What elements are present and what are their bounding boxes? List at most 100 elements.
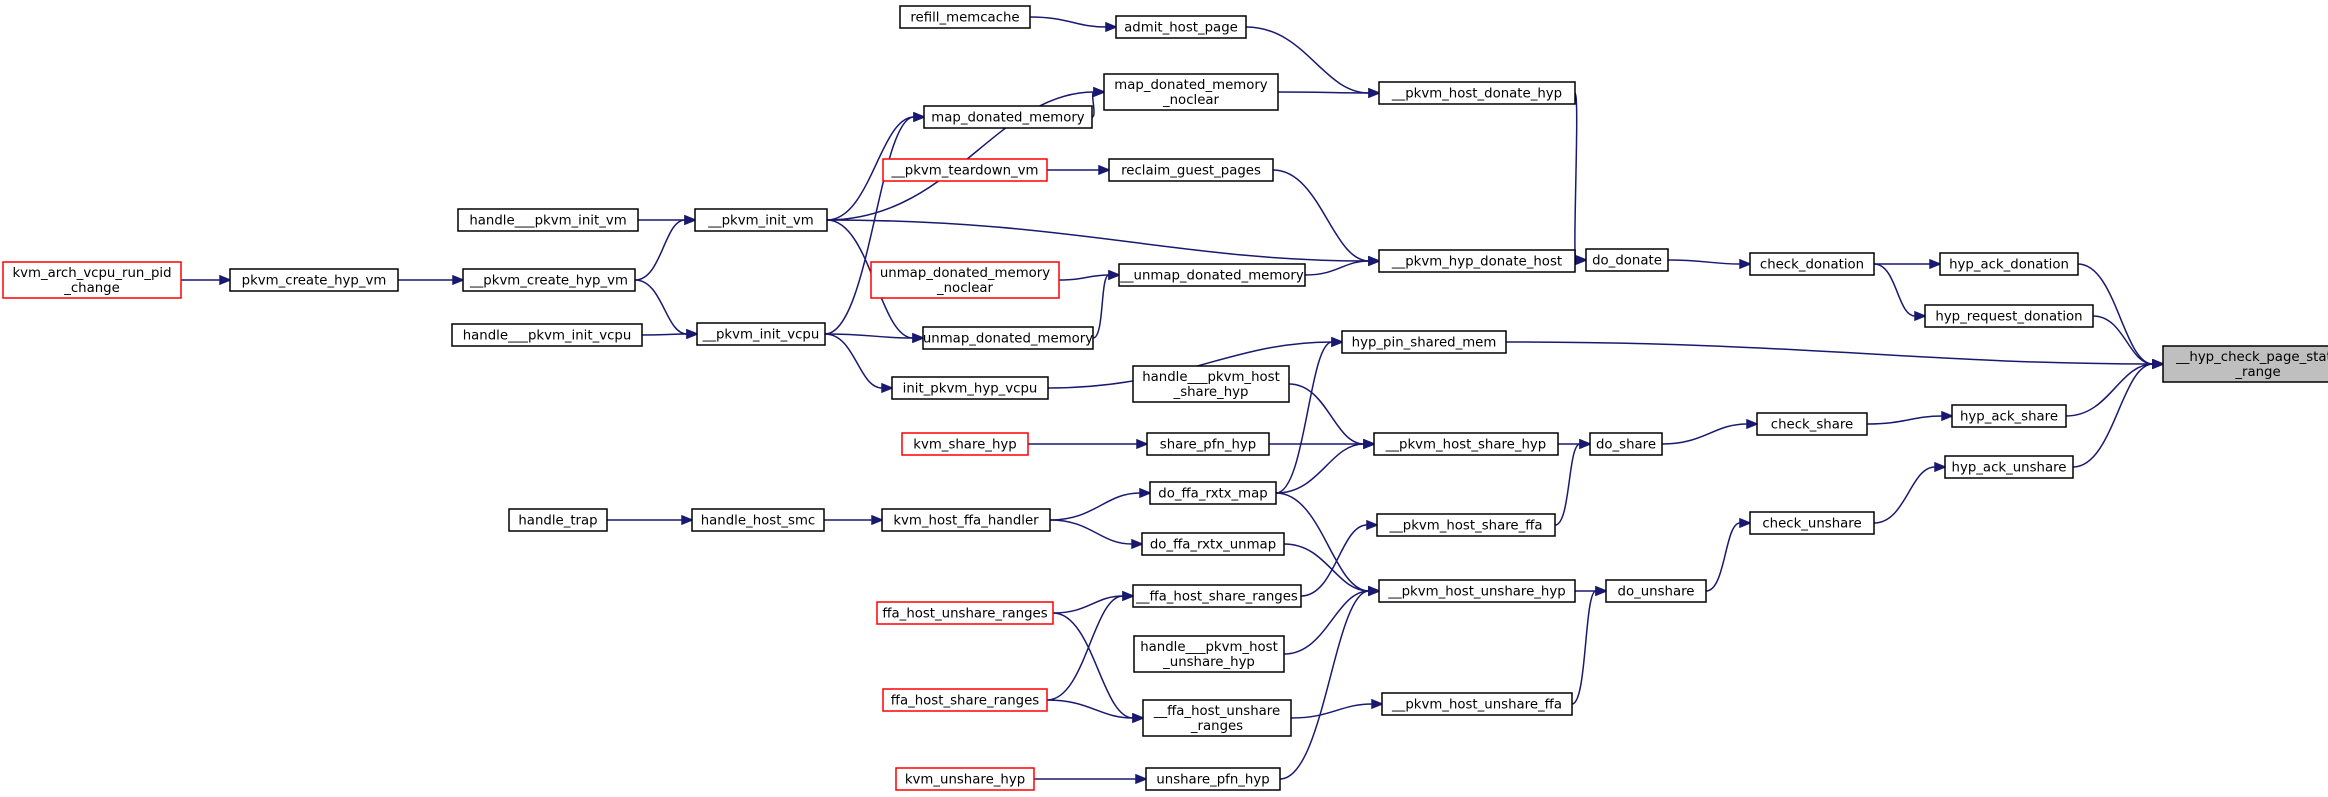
node-hyp_pin_shared_mem[interactable]: hyp_pin_shared_mem [1341,330,1507,354]
edge-ffa_host_unshare_ranges-to-ffa_host_unshare_ranges_u [1052,612,1146,724]
node-unmap_donated_memory_nocl[interactable]: unmap_donated_memory_noclear [870,261,1060,299]
node-box [1749,252,1875,276]
node-do_ffa_rxtx_map[interactable]: do_ffa_rxtx_map [1149,481,1277,505]
node-handle_pkvm_init_vm[interactable]: handle___pkvm_init_vm [457,208,639,232]
edge-check_donation-to-hyp_request_donation [1873,263,1928,322]
edge-arrowhead [1368,255,1382,267]
node-unshare_pfn_hyp[interactable]: unshare_pfn_hyp [1145,767,1281,791]
node-handle_host_smc[interactable]: handle_host_smc [691,508,825,532]
node-pkvm_host_share_ffa[interactable]: __pkvm_host_share_ffa [1376,513,1556,537]
node-pkvm_init_vm[interactable]: __pkvm_init_vm [694,208,828,232]
node-pkvm_host_share_hyp[interactable]: __pkvm_host_share_hyp [1373,432,1559,456]
node-map_donated_memory[interactable]: map_donated_memory [923,105,1093,129]
node-refill_memcache[interactable]: refill_memcache [899,5,1031,29]
node-root[interactable]: __hyp_check_page_state_range [2162,345,2328,383]
edge-pkvm_init_vcpu-to-init_pkvm_hyp_vcpu [824,333,895,394]
node-label: hyp_request_donation [1935,310,2082,325]
edge-line [1052,595,1124,614]
node-box [1341,330,1507,354]
edge-line [1046,595,1124,701]
node-box [1939,252,2079,276]
edge-do_donate-to-check_donation [1667,258,1753,270]
node-do_ffa_rxtx_unmap[interactable]: do_ffa_rxtx_unmap [1141,532,1285,556]
node-check_unshare[interactable]: check_unshare [1749,511,1875,535]
edge-line [1275,341,1333,494]
node-pkvm_hyp_donate_host[interactable]: __pkvm_hyp_donate_host [1378,249,1576,273]
edge-map_donated_memory_nocl-to-pkvm_host_donate_hyp [1277,87,1382,99]
node-handle_trap[interactable]: handle_trap [508,508,608,532]
edge-line [1667,259,1741,265]
node-ffa_host_share_ranges_u[interactable]: __ffa_host_share_ranges [1132,584,1302,608]
node-admit_host_page[interactable]: admit_host_page [1115,15,1247,39]
node-handle_pkvm_init_vcpu[interactable]: handle___pkvm_init_vcpu [451,323,643,347]
node-label: _share_hyp [1173,385,1249,400]
node-check_share[interactable]: check_share [1756,412,1868,436]
edge-arrowhead [1368,585,1382,597]
edge-line [1283,543,1370,592]
edge-kvm_share_hyp-to-share_pfn_hyp [1028,438,1150,450]
node-map_donated_memory_nocl[interactable]: map_donated_memory_noclear [1103,73,1279,111]
node-do_share[interactable]: do_share [1589,432,1663,456]
node-ffa_host_unshare_ranges[interactable]: ffa_host_unshare_ranges [876,601,1054,625]
edges-layer [181,16,2166,785]
node-pkvm_host_donate_hyp[interactable]: __pkvm_host_donate_hyp [1378,81,1576,105]
edge-arrowhead [1131,538,1145,550]
node-label: map_donated_memory [931,111,1085,126]
edge-arrowhead [1363,438,1377,450]
node-handle_pkvm_host_unshare_hyp[interactable]: handle___pkvm_host_unshare_hyp [1133,635,1285,673]
edge-line [1046,699,1134,719]
node-ffa_host_unshare_ranges_u[interactable]: __ffa_host_unshare_ranges [1142,699,1292,737]
node-reclaim_guest_pages[interactable]: reclaim_guest_pages [1108,158,1274,182]
node-pkvm_host_unshare_hyp[interactable]: __pkvm_host_unshare_hyp [1378,579,1576,603]
edge-pkvm_create_hyp_vm_u-to-pkvm_init_vcpu [634,279,700,340]
node-unmap_donated_memory_u[interactable]: __unmap_donated_memory [1118,263,1306,287]
node-box [1944,455,2074,479]
node-pkvm_host_unshare_ffa[interactable]: __pkvm_host_unshare_ffa [1381,692,1573,716]
edge-arrowhead [1746,418,1760,430]
edge-ffa_host_share_ranges-to-ffa_host_unshare_ranges_u [1046,699,1146,724]
edge-kvm_unshare_hyp-to-unshare_pfn_hyp [1034,773,1149,785]
node-label: _noclear [1162,93,1220,108]
edge-kvm_arch_vcpu_run_pid_change-to-pkvm_create_hyp_vm [181,274,233,286]
node-do_donate[interactable]: do_donate [1585,248,1669,272]
node-check_donation[interactable]: check_donation [1749,252,1875,276]
node-label: _range [2234,365,2280,380]
node-pkvm_create_hyp_vm_u[interactable]: __pkvm_create_hyp_vm [462,268,636,292]
node-hyp_ack_share[interactable]: hyp_ack_share [1951,404,2067,428]
node-hyp_ack_donation[interactable]: hyp_ack_donation [1939,252,2079,276]
node-label: ffa_host_unshare_ranges [882,607,1047,622]
node-label: __hyp_check_page_state [2175,350,2328,365]
edge-line [1574,92,1578,261]
node-kvm_arch_vcpu_run_pid_change[interactable]: kvm_arch_vcpu_run_pid_change [2,261,182,299]
node-pkvm_teardown_vm[interactable]: __pkvm_teardown_vm [882,158,1048,182]
edge-arrowhead [1098,164,1112,176]
node-label: __pkvm_hyp_donate_host [1391,255,1562,270]
node-handle_pkvm_host_share_hyp[interactable]: handle___pkvm_host_share_hyp [1132,365,1290,403]
node-label: kvm_share_hyp [913,438,1016,453]
node-hyp_ack_unshare[interactable]: hyp_ack_unshare [1944,455,2074,479]
edge-line [634,279,688,335]
node-init_pkvm_hyp_vcpu[interactable]: init_pkvm_hyp_vcpu [891,376,1049,400]
edge-ffa_host_unshare_ranges-to-ffa_host_share_ranges_u [1052,590,1136,614]
node-pkvm_create_hyp_vm[interactable]: pkvm_create_hyp_vm [229,268,399,292]
node-pkvm_init_vcpu[interactable]: __pkvm_init_vcpu [696,322,826,346]
edge-pkvm_init_vm-to-pkvm_hyp_donate_host [826,219,1382,267]
edge-pkvm_init_vm-to-map_donated_memory_nocl [826,86,1107,221]
edge-reclaim_guest_pages-to-pkvm_hyp_donate_host [1272,169,1382,267]
node-kvm_host_ffa_handler[interactable]: kvm_host_ffa_handler [881,508,1051,532]
edge-arrowhead [1132,712,1146,724]
node-hyp_request_donation[interactable]: hyp_request_donation [1924,304,2094,328]
node-kvm_share_hyp[interactable]: kvm_share_hyp [901,432,1029,456]
node-unmap_donated_memory[interactable]: unmap_donated_memory [922,326,1094,350]
node-share_pfn_hyp[interactable]: share_pfn_hyp [1146,432,1270,456]
edge-arrowhead [1122,590,1136,602]
edge-line [1058,274,1110,281]
edge-line [1300,524,1368,597]
node-label: map_donated_memory [1114,78,1268,93]
node-label: _change [63,281,120,296]
node-kvm_unshare_hyp[interactable]: kvm_unshare_hyp [895,767,1035,791]
node-do_unshare[interactable]: do_unshare [1605,579,1707,603]
node-ffa_host_share_ranges[interactable]: ffa_host_share_ranges [882,688,1048,712]
node-box [922,326,1094,350]
edge-line [1288,383,1365,445]
